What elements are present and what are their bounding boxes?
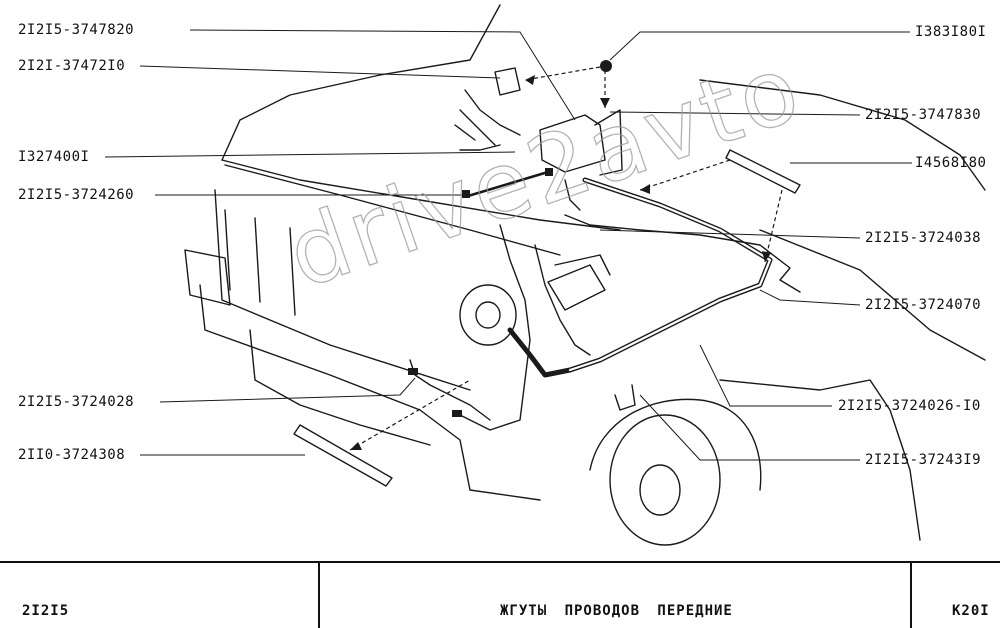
wheel (609, 414, 721, 546)
title-block: 2I2I5 ЖГУТЫ ПРОВОДОВ ПЕРЕДНИЕ К20I (0, 561, 1000, 628)
fender-lower (719, 379, 921, 541)
leader-c2 (139, 65, 501, 79)
callout-2i2i5-3724026-i0: 2I2I5-3724026-I0 (838, 398, 981, 414)
arrowhead-5 (350, 442, 362, 450)
callout-i327400i: I327400I (18, 149, 90, 165)
tie-strap-right (725, 149, 801, 194)
leader-c1 (189, 29, 576, 121)
wiring-harness-diagram (104, 4, 986, 546)
relay-harness (454, 89, 521, 151)
grommet (600, 60, 612, 72)
harness-branch-c (534, 244, 591, 356)
model-number: 2I2I5 (22, 603, 70, 619)
leader-r5 (759, 289, 861, 306)
ground-cable (466, 170, 550, 198)
title-block-title-cell: ЖГУТЫ ПРОВОДОВ ПЕРЕДНИЕ (320, 563, 912, 628)
headlight (184, 249, 231, 306)
leader-r6 (699, 344, 832, 407)
alternator-core (475, 301, 501, 329)
connector-3 (462, 190, 470, 198)
arrow-strap-left (349, 379, 471, 451)
alternator (459, 284, 517, 346)
fender-top (699, 79, 986, 191)
connector-1 (408, 368, 418, 375)
bracket (614, 384, 636, 411)
callout-2i2i5-3724260: 2I2I5-3724260 (18, 187, 135, 203)
arrowhead-1 (525, 75, 535, 85)
harness-branch-e (564, 179, 581, 211)
relay (494, 67, 521, 96)
connector-2 (452, 410, 462, 417)
callout-2i2i5-37243i9: 2I2I5-37243I9 (865, 452, 982, 468)
hood-edge (221, 159, 621, 231)
bumper (199, 284, 541, 501)
leader-c3 (104, 151, 516, 158)
harness-branch-b (459, 224, 531, 431)
arrow-strap-harness (639, 159, 731, 191)
starter-front (554, 254, 611, 276)
arrow-grommet-relay (524, 66, 601, 81)
leader-r1 (609, 31, 910, 61)
starter (547, 264, 606, 311)
leader-r7 (639, 394, 860, 461)
control-box (539, 114, 606, 173)
harness-branch-a (564, 214, 801, 293)
callout-i4568i80: I4568I80 (915, 155, 987, 171)
sheet-code: К20I (952, 603, 990, 619)
tie-strap-left (293, 424, 393, 487)
control-box-bracket (594, 109, 623, 176)
leader-c5 (159, 377, 416, 403)
callout-2i2i-37472i0: 2I2I-37472I0 (18, 58, 126, 74)
arrowhead-4 (762, 251, 771, 262)
callout-2i2i5-3747830: 2I2I5-3747830 (865, 107, 982, 123)
main-harness-inner (568, 178, 772, 372)
title-block-code-cell: К20I (912, 563, 1000, 628)
arrow-strap-branch (764, 189, 783, 263)
hood-outline (221, 4, 501, 161)
wheel-arch (589, 398, 762, 491)
fender-front (759, 229, 986, 361)
leader-r2 (609, 111, 861, 116)
bumper-lower (249, 329, 431, 446)
callout-2i2i5-3724038: 2I2I5-3724038 (865, 230, 982, 246)
grille-bars (224, 209, 296, 316)
callout-i383i80i: I383I80I (915, 24, 987, 40)
wheel-hub (639, 464, 681, 516)
leader-r4 (599, 229, 861, 239)
callout-2i2i5-3747820: 2I2I5-3747820 (18, 22, 135, 38)
arrowhead-2 (600, 98, 610, 108)
callout-2i2i5-3724028: 2I2I5-3724028 (18, 394, 135, 410)
title-block-model-cell: 2I2I5 (0, 563, 320, 628)
callout-2ii0-3724308: 2II0-3724308 (18, 447, 126, 463)
grille-top (224, 164, 561, 256)
grille-frame (214, 189, 471, 391)
connector-4 (545, 168, 553, 176)
arrowhead-3 (640, 184, 650, 194)
callout-2i2i5-3724070: 2I2I5-3724070 (865, 297, 982, 313)
drawing-title: ЖГУТЫ ПРОВОДОВ ПЕРЕДНИЕ (500, 603, 733, 619)
